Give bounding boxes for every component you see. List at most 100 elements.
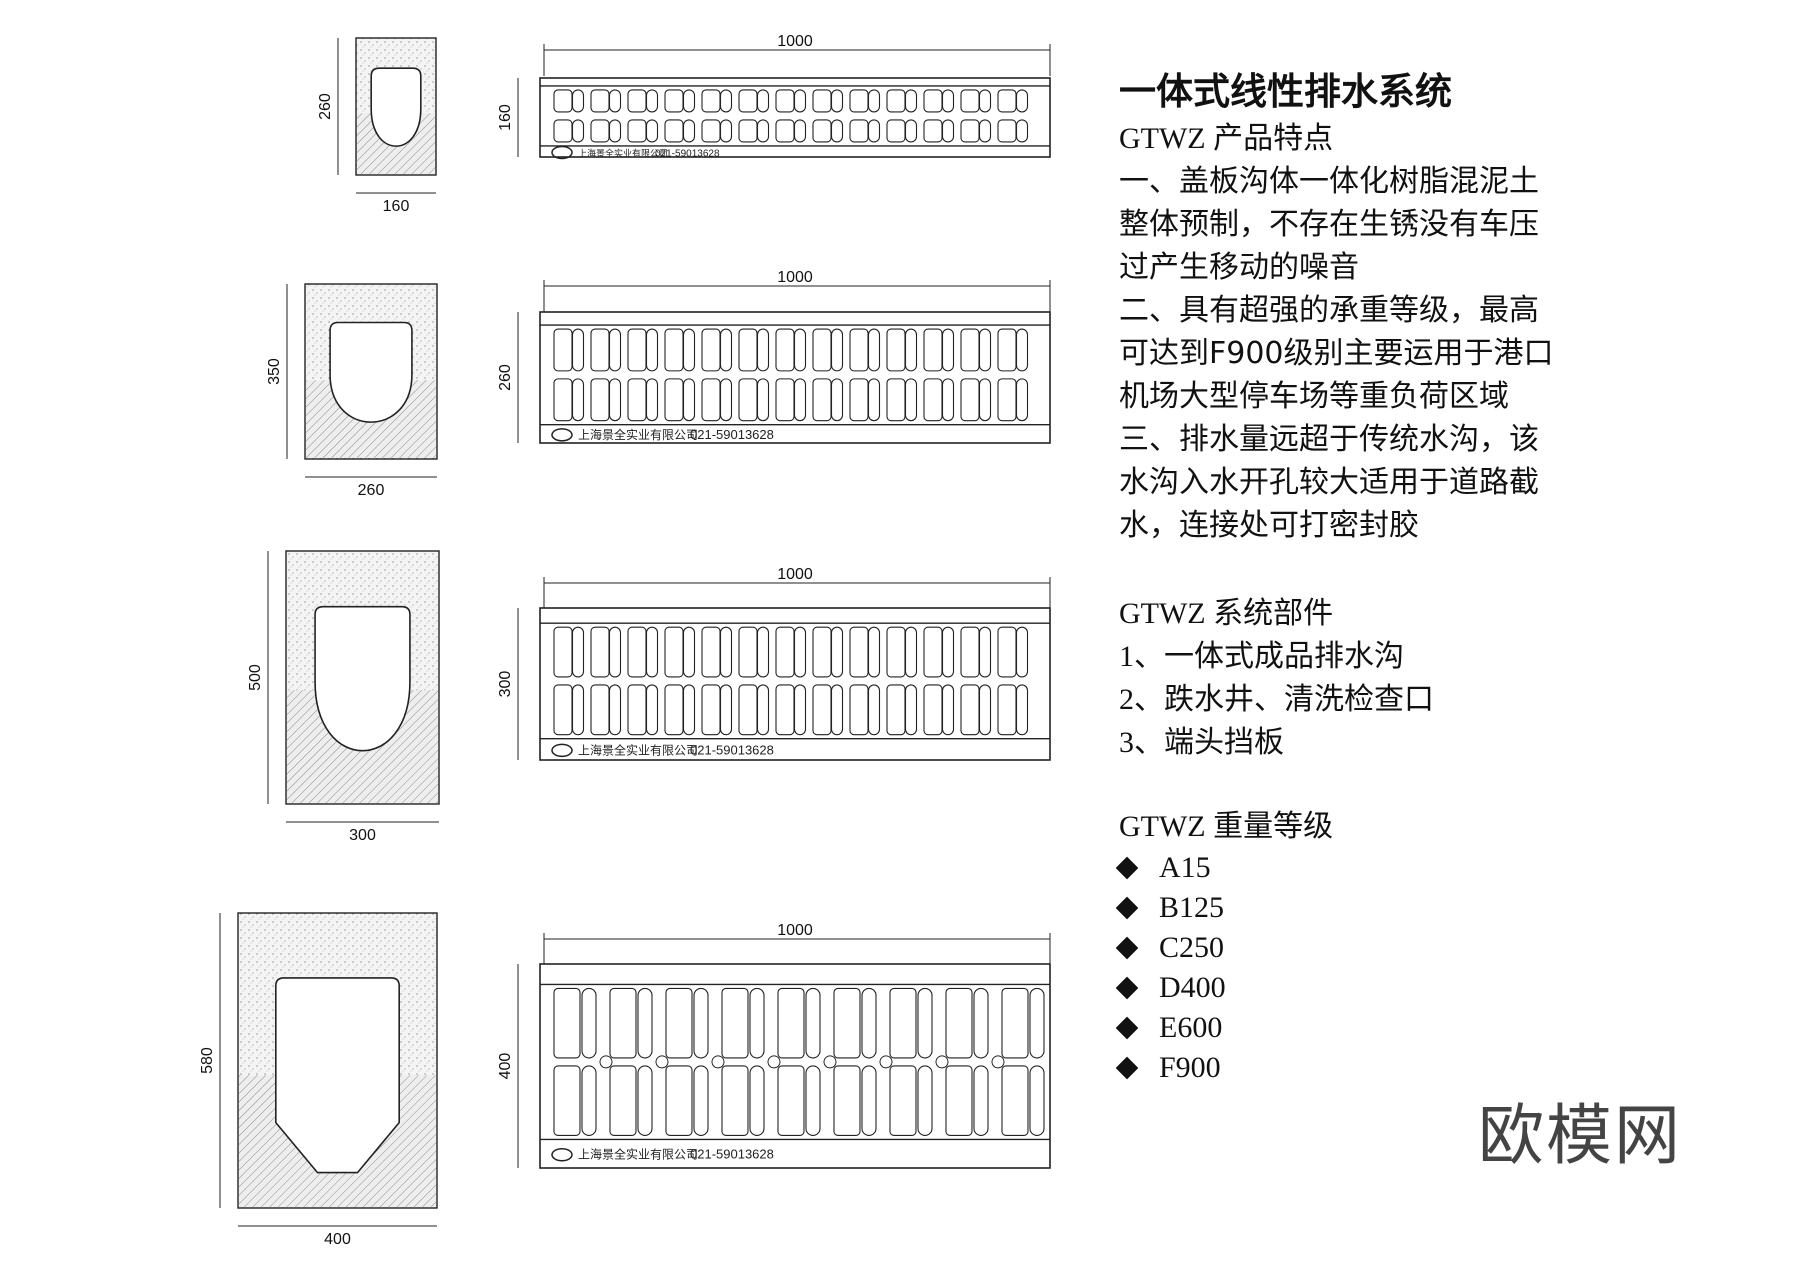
grate-slot-rect [889, 1065, 917, 1136]
feature-line: 一、盖板沟体一体化树脂混泥土 [1119, 164, 1539, 199]
section-height-label: 580 [199, 1047, 216, 1074]
company-logo-icon [551, 145, 573, 160]
grade-label: B125 [1159, 891, 1225, 924]
grate-slot-rect [609, 987, 637, 1059]
grate-hole [935, 1055, 949, 1069]
grate-slot-oval [756, 328, 770, 372]
company-name: 上海景全实业有限公司 [578, 147, 668, 159]
grate-slot-oval [756, 626, 770, 678]
grate-slot-oval [861, 987, 877, 1059]
grate-slot-oval [793, 119, 807, 143]
grade-item: F900 [1113, 1046, 1221, 1089]
grade-label: A15 [1159, 851, 1211, 884]
grate-slot-oval [1029, 1065, 1045, 1136]
grate-slot-oval [830, 684, 844, 736]
grate-slot-oval [581, 987, 597, 1059]
grate-slot-oval [805, 1065, 821, 1136]
diamond-bullet-icon [1115, 1056, 1139, 1079]
grate-slot-oval [793, 626, 807, 678]
grate-slot-oval [917, 1065, 933, 1136]
grate-slot-rect [945, 987, 973, 1059]
diamond-bullet-icon [1115, 1016, 1139, 1039]
grate-slot-oval [608, 378, 622, 422]
grate-slot-oval [608, 119, 622, 143]
grate-slot-oval [608, 89, 622, 113]
grate-slot-oval [719, 89, 733, 113]
grade-label: D400 [1159, 971, 1226, 1004]
grate-slot-oval [867, 89, 881, 113]
grate-slot-oval [645, 89, 659, 113]
grate-slot-oval [571, 684, 585, 736]
feature-line: 二、具有超强的承重等级，最高 [1119, 293, 1539, 328]
features-heading: GTWZ 产品特点 [1119, 122, 1334, 155]
grate-slot-oval [1015, 378, 1029, 422]
grate-slot-oval [793, 89, 807, 113]
grate-slot-oval [978, 328, 992, 372]
grate-outline [539, 77, 1051, 158]
section-height-label: 350 [266, 358, 283, 385]
grate-slot-oval [1015, 626, 1029, 678]
grate-slot-oval [978, 684, 992, 736]
grate-hole [879, 1055, 893, 1069]
grate-slot-oval [682, 328, 696, 372]
grate-slot-oval [830, 378, 844, 422]
grate-slot-oval [719, 626, 733, 678]
grate-slot-oval [608, 684, 622, 736]
grate-slot-oval [682, 684, 696, 736]
company-phone: 021-59013628 [655, 148, 720, 159]
company-logo-icon [551, 428, 573, 442]
company-phone: 021-59013628 [690, 1147, 774, 1162]
grate-slot-oval [917, 987, 933, 1059]
grate-slot-oval [941, 684, 955, 736]
diamond-bullet-icon [1115, 896, 1139, 919]
grate-slot-oval [978, 378, 992, 422]
section-width-label: 160 [383, 198, 410, 215]
grate-slot-oval [756, 89, 770, 113]
length-label: 1000 [777, 566, 813, 583]
grate-slot-oval [805, 987, 821, 1059]
grate-slot-oval [608, 328, 622, 372]
feature-line: 水沟入水开孔较大适用于道路截 [1119, 465, 1539, 500]
grate-slot-oval [756, 684, 770, 736]
grades-heading: GTWZ 重量等级 [1119, 810, 1334, 843]
grate-hole [711, 1055, 725, 1069]
grate-slot-oval [581, 1065, 597, 1136]
grate-slot-oval [682, 626, 696, 678]
company-name: 上海景全实业有限公司 [578, 742, 698, 757]
grate-slot-oval [608, 626, 622, 678]
grate-hole [767, 1055, 781, 1069]
grade-label: E600 [1159, 1011, 1223, 1044]
section-height-label: 260 [317, 93, 334, 120]
feature-line: 三、排水量远超于传统水沟，该 [1119, 422, 1539, 457]
channel-profile [370, 67, 422, 147]
grate-slot-oval [867, 328, 881, 372]
grate-slot-oval [867, 119, 881, 143]
grate-slot-oval [867, 378, 881, 422]
channel-profile [329, 321, 413, 423]
grate-slot-oval [973, 987, 989, 1059]
grate-slot-oval [756, 119, 770, 143]
grate-slot-rect [721, 987, 749, 1059]
grate-slot-oval [571, 328, 585, 372]
grate-slot-oval [793, 328, 807, 372]
feature-line: 过产生移动的噪音 [1119, 250, 1359, 285]
grate-height-label: 260 [497, 364, 514, 391]
grate-height-label: 400 [497, 1053, 514, 1080]
grate-slot-oval [719, 684, 733, 736]
grate-slot-oval [749, 987, 765, 1059]
grate-slot-oval [693, 987, 709, 1059]
grate-slot-oval [904, 378, 918, 422]
grate-slot-rect [833, 987, 861, 1059]
grate-slot-oval [978, 89, 992, 113]
watermark-logo: 欧模网 [1478, 1097, 1682, 1174]
grate-slot-rect [777, 987, 805, 1059]
grade-label: F900 [1159, 1051, 1221, 1084]
grate-slot-oval [904, 328, 918, 372]
grate-slot-oval [645, 328, 659, 372]
diamond-bullet-icon [1115, 976, 1139, 999]
